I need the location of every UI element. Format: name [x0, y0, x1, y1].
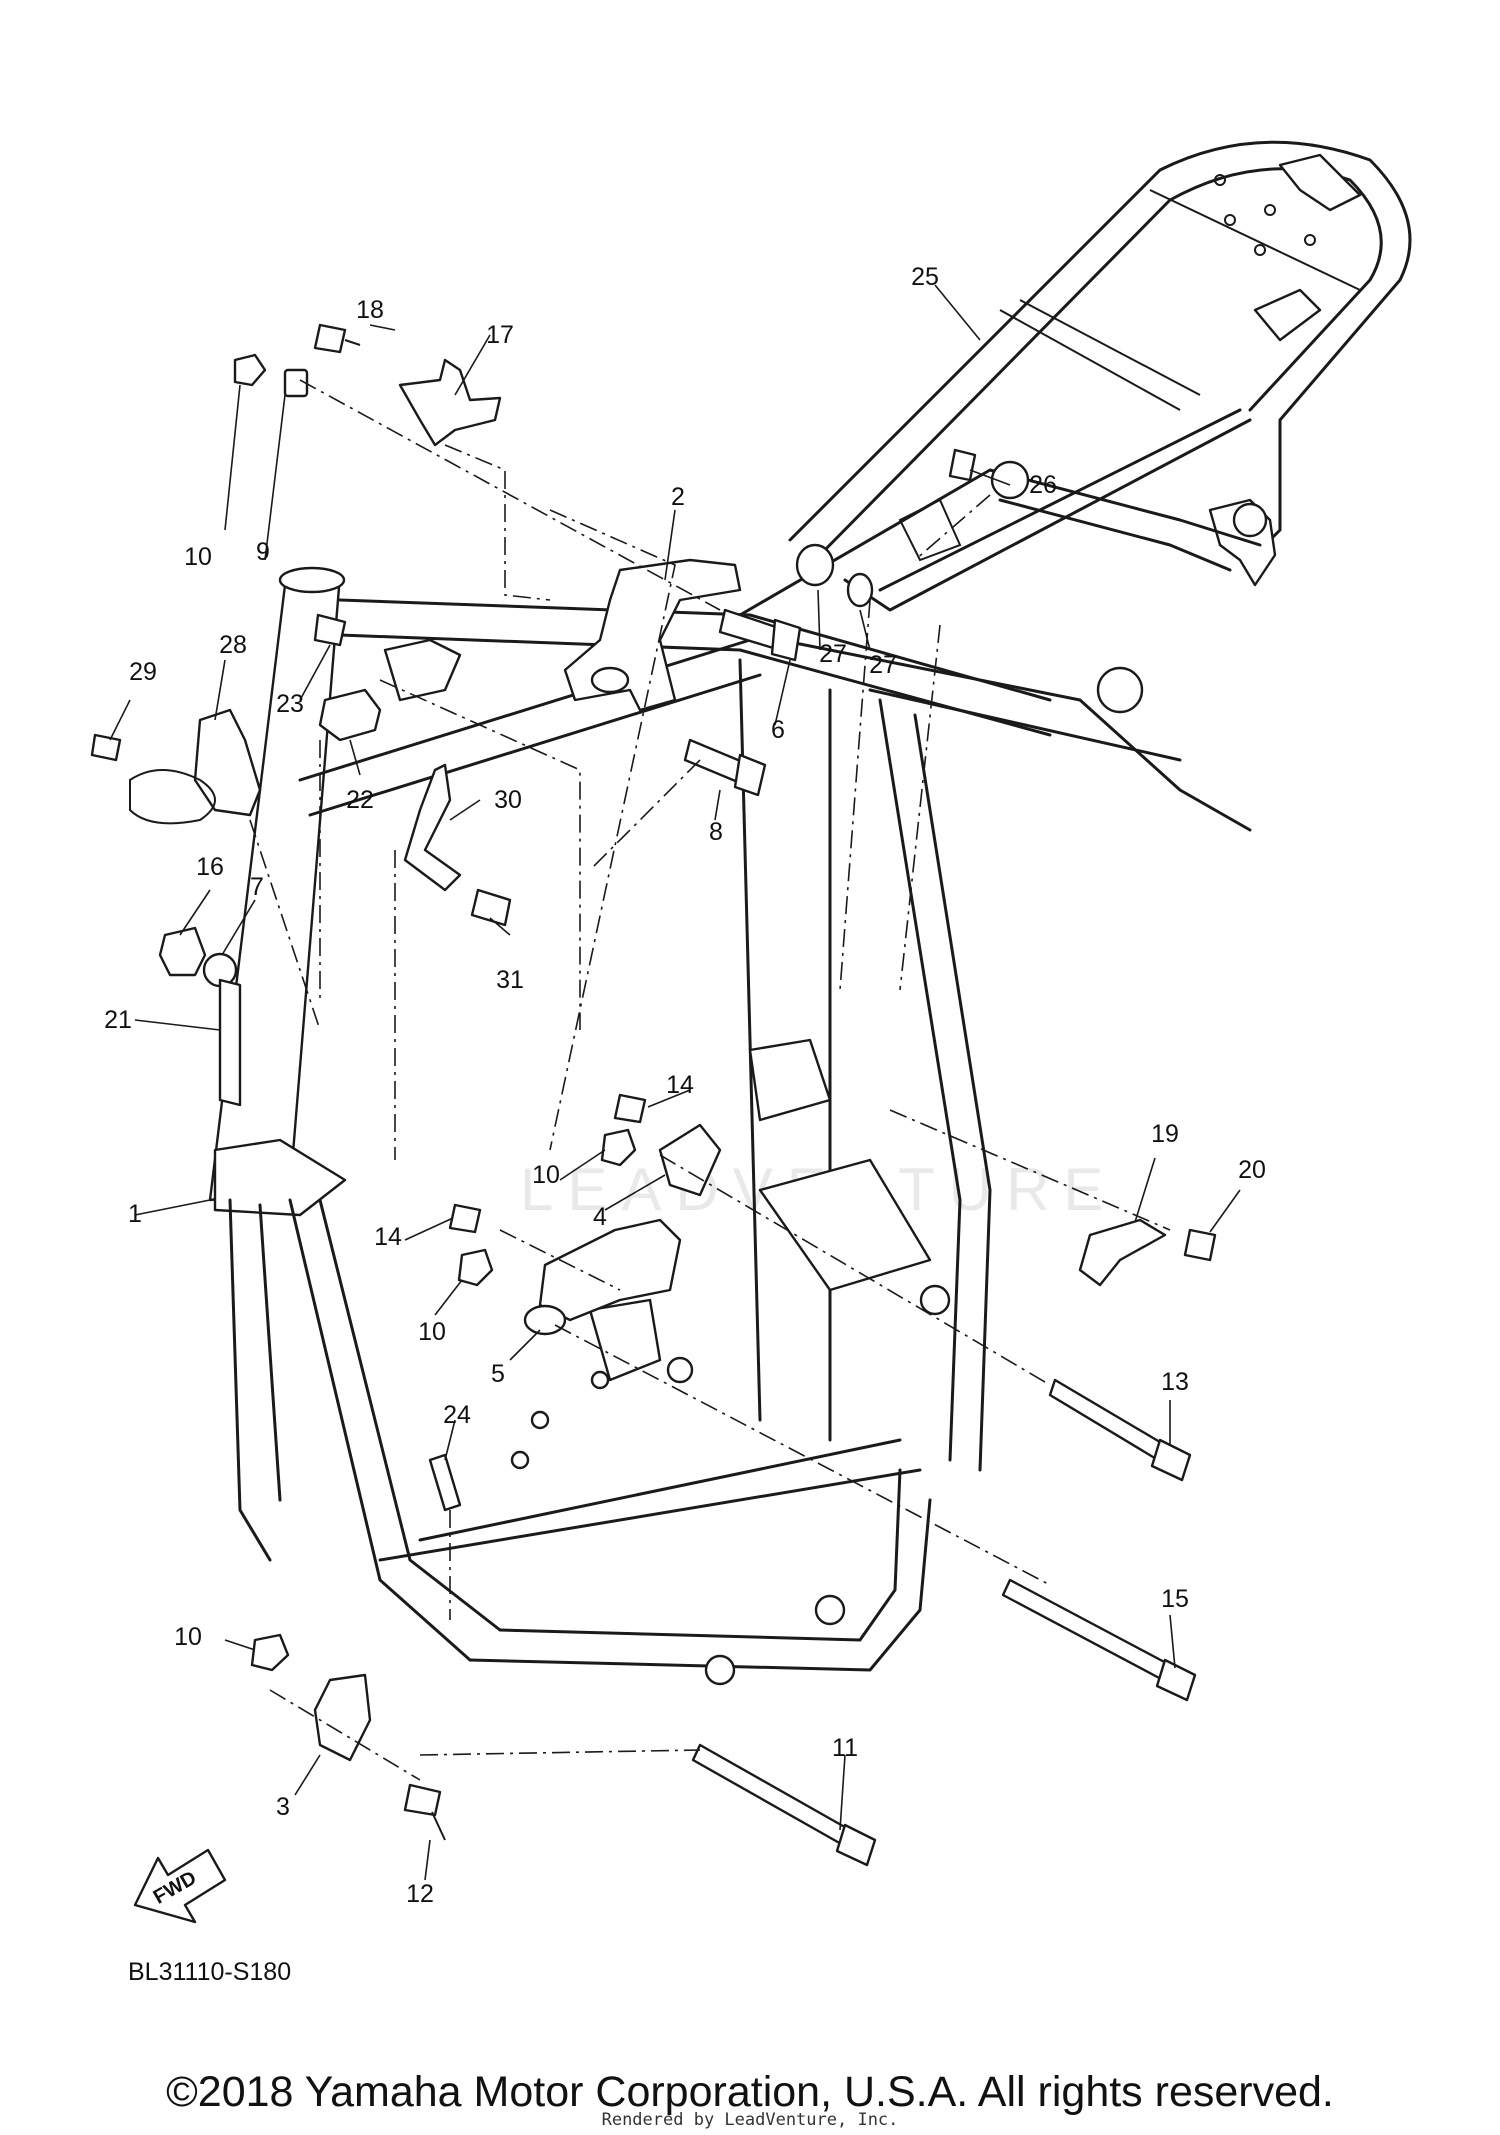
callout-5: 5	[491, 1360, 505, 1388]
callout-28: 28	[219, 631, 247, 659]
rear-frame	[788, 140, 1412, 612]
callout-14-top: 14	[666, 1071, 694, 1099]
callout-11: 11	[832, 1734, 858, 1762]
callout-24: 24	[443, 1401, 471, 1429]
callout-19: 19	[1151, 1120, 1179, 1148]
callout-10-bottom: 10	[174, 1623, 202, 1651]
callout-2: 2	[671, 483, 685, 511]
callout-4: 4	[593, 1203, 607, 1231]
callout-numbers: 1 2 3 4 5 6 7 8 9 10 10 10 10 11 12 13 1…	[104, 263, 1266, 1908]
callout-20: 20	[1238, 1156, 1266, 1184]
copyright-notice: ©2018 Yamaha Motor Corporation, U.S.A. A…	[166, 2068, 1334, 2116]
callout-6: 6	[771, 716, 785, 744]
callout-27-right: 27	[869, 651, 897, 679]
callout-29: 29	[129, 658, 157, 686]
callout-1: 1	[128, 1200, 142, 1228]
rendered-by-credit: Rendered by LeadVenture, Inc.	[601, 2110, 899, 2130]
callout-13: 13	[1161, 1368, 1189, 1396]
leader-lines	[109, 284, 1241, 1881]
callout-22: 22	[346, 786, 374, 814]
callout-16: 16	[196, 853, 224, 881]
callout-10-lower: 10	[418, 1318, 446, 1346]
callout-21: 21	[104, 1006, 132, 1034]
callout-12: 12	[406, 1880, 434, 1908]
callout-23: 23	[276, 690, 304, 718]
callout-3: 3	[276, 1793, 290, 1821]
callout-27-left: 27	[819, 640, 847, 668]
main-frame	[208, 460, 1268, 1686]
callout-18: 18	[356, 296, 384, 324]
callout-25: 25	[911, 263, 939, 291]
callout-14-lower: 14	[374, 1223, 402, 1251]
dash-guides	[249, 379, 1171, 1781]
callout-30: 30	[494, 786, 522, 814]
hardware-parts	[90, 323, 1217, 1867]
callout-10-mid: 10	[532, 1161, 560, 1189]
diagram-code: BL31110-S180	[128, 1958, 291, 1986]
callout-8: 8	[709, 818, 723, 846]
callout-15: 15	[1161, 1585, 1189, 1613]
fwd-arrow-icon: FWD	[133, 1848, 227, 1924]
callout-7: 7	[250, 873, 264, 901]
callout-17: 17	[486, 321, 514, 349]
callout-31: 31	[496, 966, 524, 994]
callout-9: 9	[256, 538, 270, 566]
callout-10-top: 10	[184, 543, 212, 571]
callout-26: 26	[1029, 471, 1057, 499]
